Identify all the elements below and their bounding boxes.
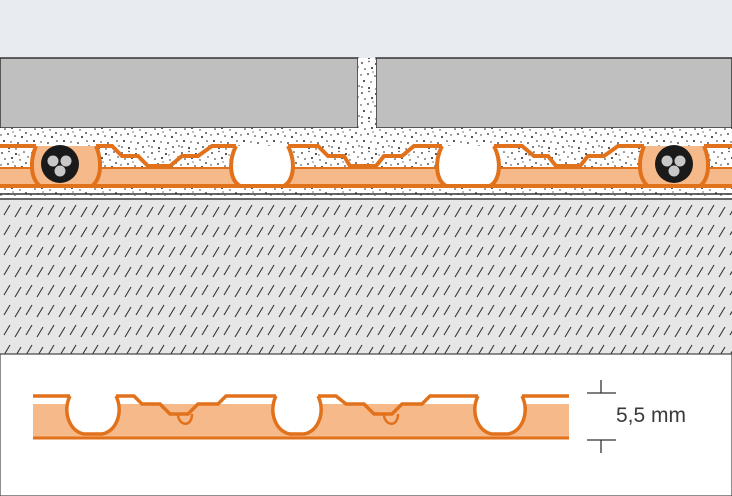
heating-cable-right xyxy=(655,145,693,183)
grout-joint xyxy=(358,58,376,136)
tile-right xyxy=(375,57,732,129)
detail-membrane xyxy=(33,394,569,440)
concrete-substrate xyxy=(0,200,732,354)
thickness-label: 5,5 mm xyxy=(616,404,687,427)
tile-left xyxy=(0,57,359,129)
heating-membrane xyxy=(0,144,732,188)
heating-cable-left xyxy=(41,145,79,183)
thickness-dimension xyxy=(587,380,616,453)
air-space xyxy=(0,0,732,58)
